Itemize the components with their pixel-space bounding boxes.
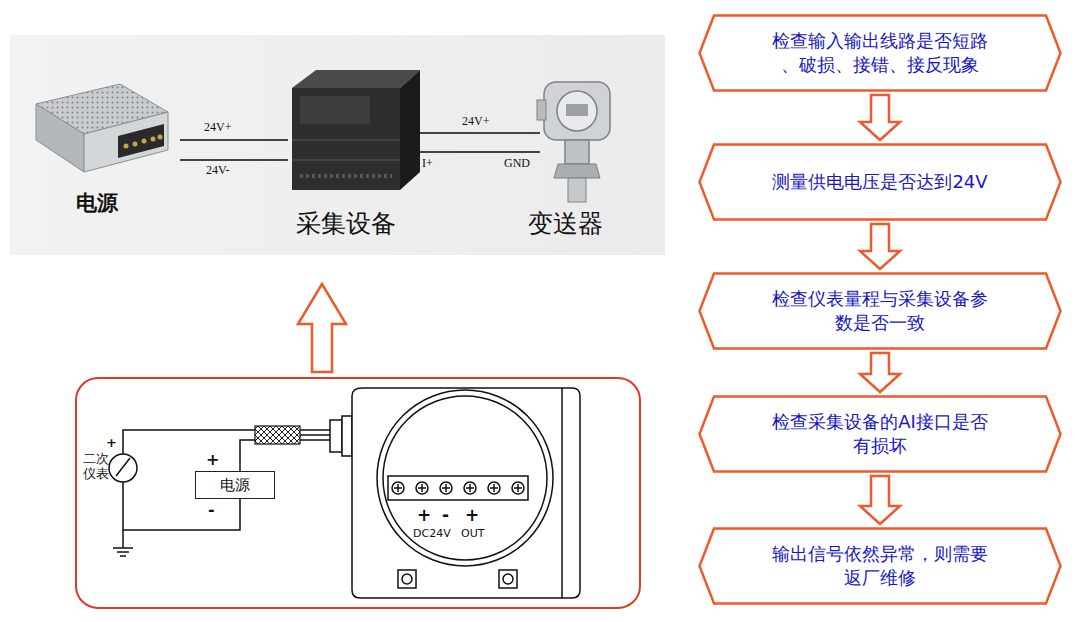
step-text: 检查仪表量程与采集设备参数是否一致 <box>766 287 994 336</box>
device-caption: 采集设备 <box>296 210 396 238</box>
cable-gland <box>330 416 352 456</box>
hexagon-outline <box>700 145 1061 220</box>
signal-name: I+ <box>422 157 433 170</box>
hollow-down-arrow <box>860 353 900 392</box>
signal-name: 24V+ <box>462 115 489 128</box>
process-hexagon: 检查仪表量程与采集设备参数是否一致 <box>698 272 1062 350</box>
polarity-sign: - <box>208 501 215 519</box>
terminal-sign: - <box>442 506 449 525</box>
wiring-frame <box>76 378 640 608</box>
hexagon-outline <box>698 272 1062 350</box>
process-hexagon: 检查输入输出线路是否短路、破损、接错、接反现象 <box>698 14 1062 92</box>
terminal-sign: + <box>465 506 479 525</box>
transmitter-housing <box>352 388 580 598</box>
hollow-up-arrow <box>298 284 346 372</box>
process-hexagon: 测量供电电压是否达到24V <box>698 143 1062 221</box>
device-caption: 电源 <box>76 192 118 215</box>
step-text: 输出信号依然异常，则需要返厂维修 <box>766 542 994 591</box>
hexagon-outline <box>700 16 1061 91</box>
photo-panel <box>10 35 665 255</box>
hollow-down-arrow <box>860 224 900 269</box>
hexagon-outline <box>700 397 1061 472</box>
transmitter-picture <box>537 82 610 202</box>
polarity-sign: + <box>106 436 117 450</box>
hexagon-outline <box>698 527 1062 605</box>
shielded-cable <box>255 426 300 444</box>
device-caption: 变送器 <box>528 210 603 238</box>
hollow-down-arrow <box>860 476 900 524</box>
hollow-down-arrow <box>860 95 900 140</box>
signal-name: GND <box>504 157 530 170</box>
acquisition-device-picture <box>292 70 420 190</box>
supply-wires <box>180 133 540 160</box>
step-text: 检查输入输出线路是否短路、破损、接错、接反现象 <box>766 29 994 78</box>
signal-name: 24V+ <box>204 121 231 134</box>
terminal-name: DC24V <box>413 528 451 540</box>
box-text: 电源 <box>220 477 250 494</box>
hexagon-outline <box>698 14 1062 92</box>
terminal-sign: + <box>417 506 431 525</box>
step-text: 检查采集设备的AI接口是否有损坏 <box>766 410 994 459</box>
process-hexagon: 输出信号依然异常，则需要返厂维修 <box>698 527 1062 605</box>
signal-name: 24V- <box>206 164 230 177</box>
instrument-label: 二次仪表 <box>83 452 109 482</box>
hexagon-outline <box>698 395 1062 473</box>
hexagon-outline <box>700 529 1061 604</box>
process-hexagon: 检查采集设备的AI接口是否有损坏 <box>698 395 1062 473</box>
power-box: 电源 <box>195 471 275 499</box>
step-text: 测量供电电压是否达到24V <box>772 170 987 194</box>
power-supply-picture <box>36 84 168 172</box>
hexagon-outline <box>700 274 1061 349</box>
terminal-name: OUT <box>461 528 484 540</box>
polarity-sign: + <box>206 451 219 469</box>
